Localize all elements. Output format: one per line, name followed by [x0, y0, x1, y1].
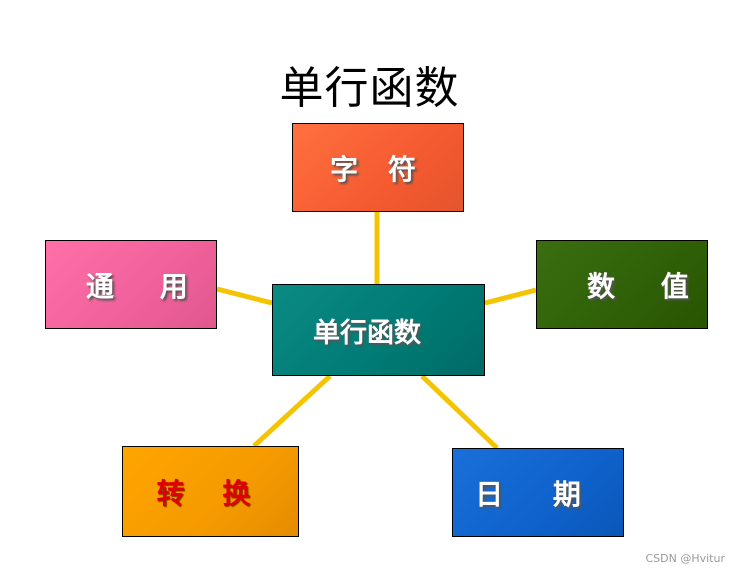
node-center-label: 单行函数: [313, 317, 421, 349]
node-number: 数 值: [536, 240, 708, 329]
node-convert-label: 转 换: [156, 476, 265, 510]
node-date: 日 期: [452, 448, 624, 537]
node-date-label: 日 期: [475, 477, 601, 511]
node-char: 字 符: [292, 123, 464, 212]
node-char-label: 字 符: [330, 152, 426, 186]
node-general: 通 用: [45, 240, 217, 329]
node-general-label: 通 用: [86, 269, 206, 303]
connector-center-date: [420, 374, 499, 450]
node-convert: 转 换: [122, 446, 299, 537]
connector-center-general: [216, 286, 273, 306]
diagram-title: 单行函数: [279, 63, 460, 114]
watermark: CSDN @Hvitur: [645, 552, 725, 565]
connector-center-number: [484, 287, 537, 306]
connector-center-convert: [252, 374, 332, 448]
node-center: 单行函数: [272, 284, 485, 376]
node-number-label: 数 值: [587, 269, 707, 303]
